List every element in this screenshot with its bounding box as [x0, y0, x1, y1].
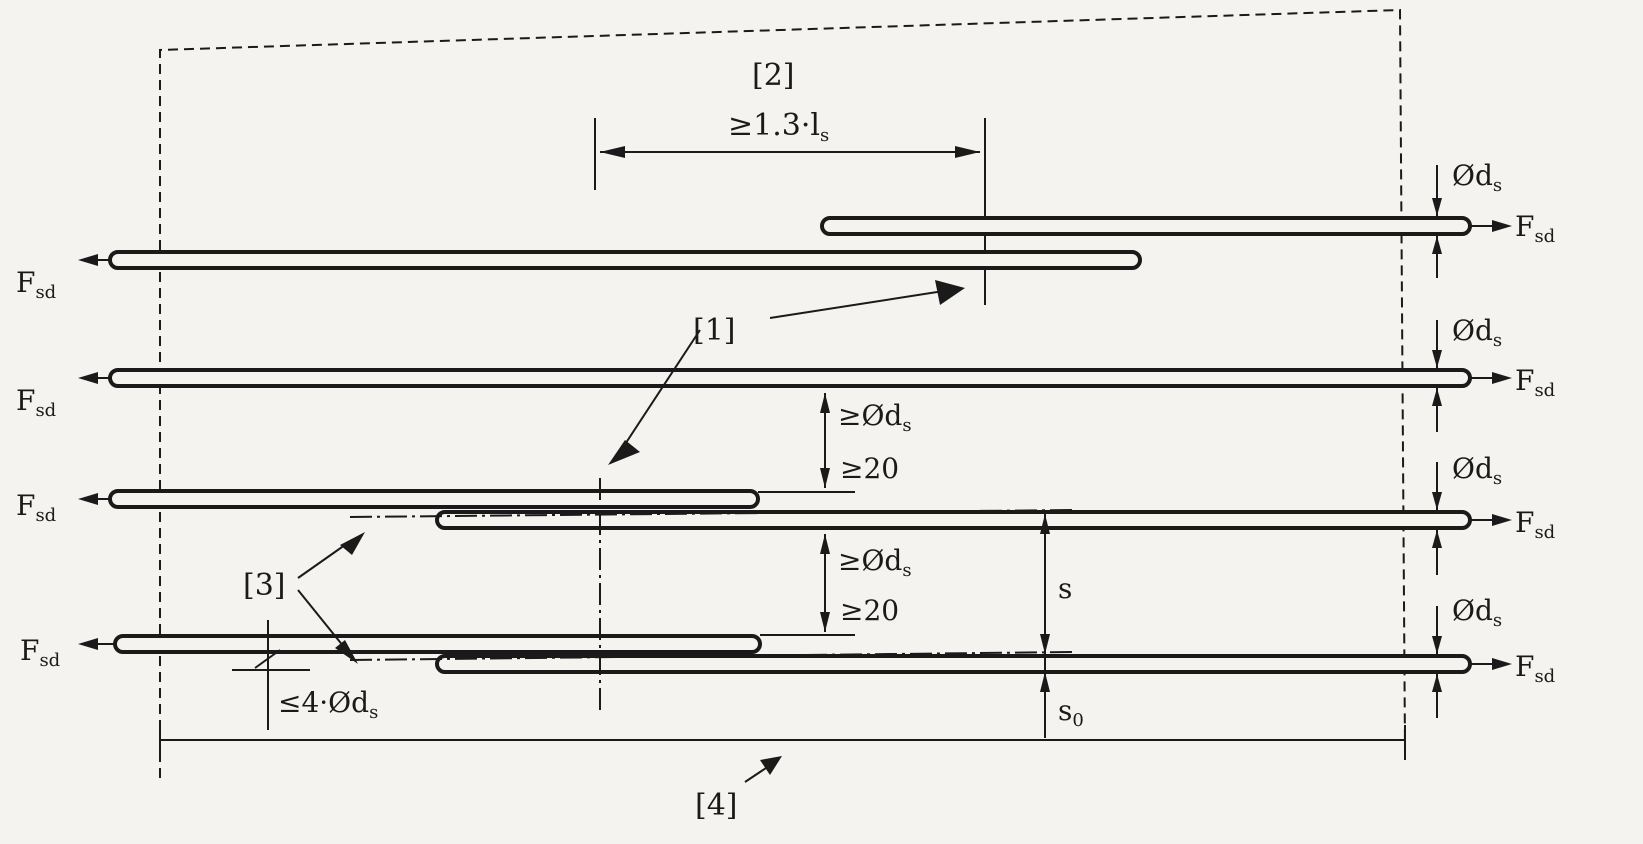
diameter-label-2: Øds — [1452, 314, 1502, 351]
rebar-2-continuous — [108, 368, 1472, 388]
rebar-3-right — [435, 510, 1472, 530]
ref-4-label: [4] — [695, 788, 738, 823]
rebar-1-left — [108, 250, 1142, 270]
cover-line-lower — [349, 651, 1076, 661]
force-arrows-left — [78, 254, 115, 650]
force-label-left-2: Fsd — [16, 384, 56, 421]
dimension-4 — [159, 725, 1406, 760]
force-label-right-1: Fsd — [1515, 210, 1555, 247]
gap-dimension-upper — [758, 393, 855, 493]
diameter-label-4: Øds — [1452, 594, 1502, 631]
rebar-4-left — [113, 634, 762, 654]
ref-2-label: [2] — [752, 58, 795, 93]
leader-1-top — [769, 289, 951, 319]
leader-3-bottom — [297, 589, 349, 653]
ref-3-label: [3] — [243, 568, 286, 603]
gap-dimension-lower — [760, 534, 855, 636]
cover-line-upper — [349, 509, 1076, 518]
force-label-right-3: Fsd — [1515, 506, 1555, 543]
diameter-label-3: Øds — [1452, 452, 1502, 489]
spacing-label: s — [1058, 572, 1072, 605]
force-label-right-4: Fsd — [1515, 650, 1555, 687]
rebar-3-left — [108, 489, 760, 509]
gap-20-label-upper: ≥20 — [840, 452, 899, 485]
spacing0-label: s0 — [1058, 694, 1084, 731]
gap-diameter-label-lower: ≥Øds — [838, 544, 912, 581]
lap-length-dimension — [594, 118, 986, 305]
force-label-right-2: Fsd — [1515, 364, 1555, 401]
lap-length-label: ≥1.3·ls — [728, 108, 829, 146]
rebar-1-right — [820, 216, 1472, 236]
force-arrows-right — [1470, 220, 1512, 670]
force-label-left-4: Fsd — [20, 634, 60, 671]
spacing-dimension — [1040, 512, 1050, 738]
rebar-4-right — [435, 654, 1472, 674]
force-label-left-1: Fsd — [16, 266, 56, 303]
force-label-left-3: Fsd — [16, 489, 56, 526]
ref-1-label: [1] — [693, 313, 736, 348]
diameter-label-1: Øds — [1452, 159, 1502, 196]
diameter-markers — [1432, 165, 1442, 718]
offset-dimension — [232, 620, 310, 730]
leader-1-bottom — [617, 329, 701, 456]
offset-label: ≤4·Øds — [278, 686, 378, 723]
gap-diameter-label-upper: ≥Øds — [838, 399, 912, 436]
gap-20-label-lower: ≥20 — [840, 594, 899, 627]
